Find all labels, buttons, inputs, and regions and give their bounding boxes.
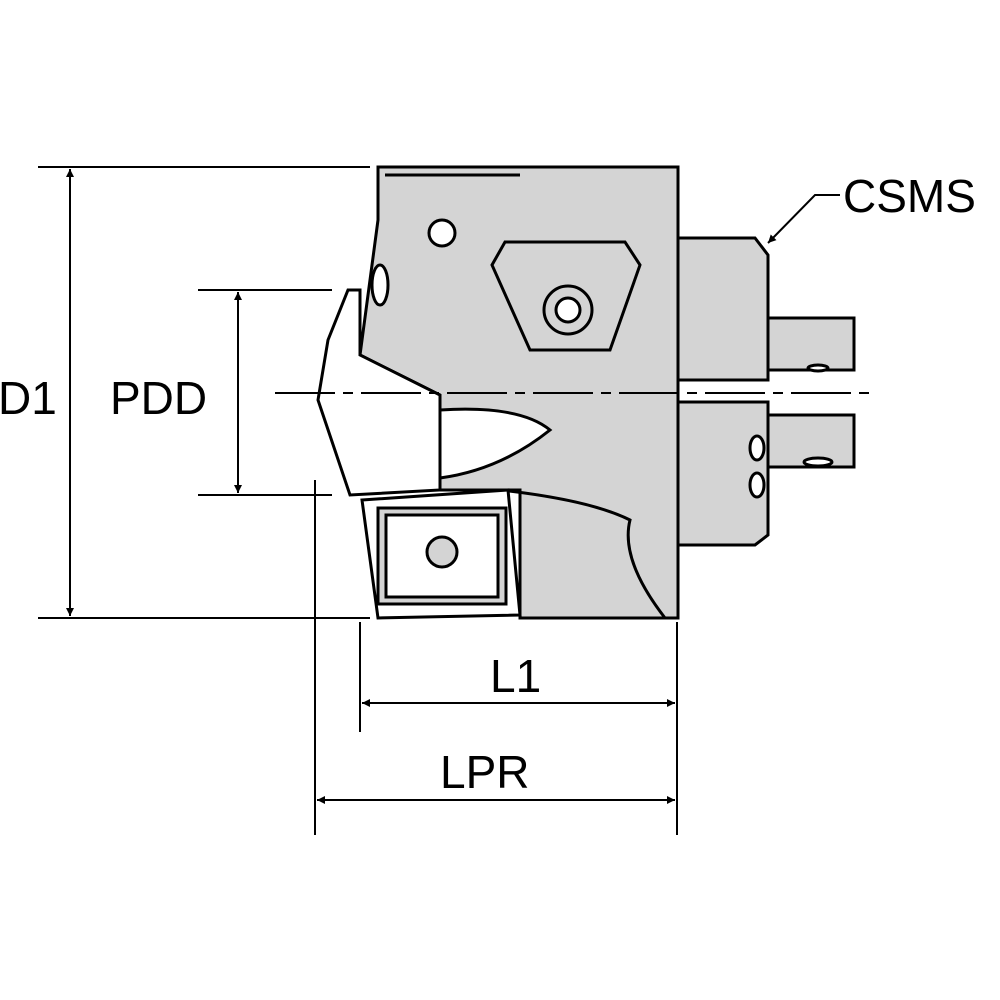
insert-screw-icon xyxy=(425,535,459,569)
csms-label: CSMS xyxy=(843,170,976,222)
pdd-label: PDD xyxy=(110,372,207,424)
dimensions xyxy=(38,166,840,835)
pin-lower xyxy=(766,413,856,469)
shank xyxy=(676,236,770,382)
l1-label: L1 xyxy=(490,650,541,702)
csms-leader xyxy=(767,194,840,244)
lpr-label: LPR xyxy=(440,746,529,798)
pin-upper xyxy=(766,316,856,372)
d1-label: D1 xyxy=(0,372,57,424)
